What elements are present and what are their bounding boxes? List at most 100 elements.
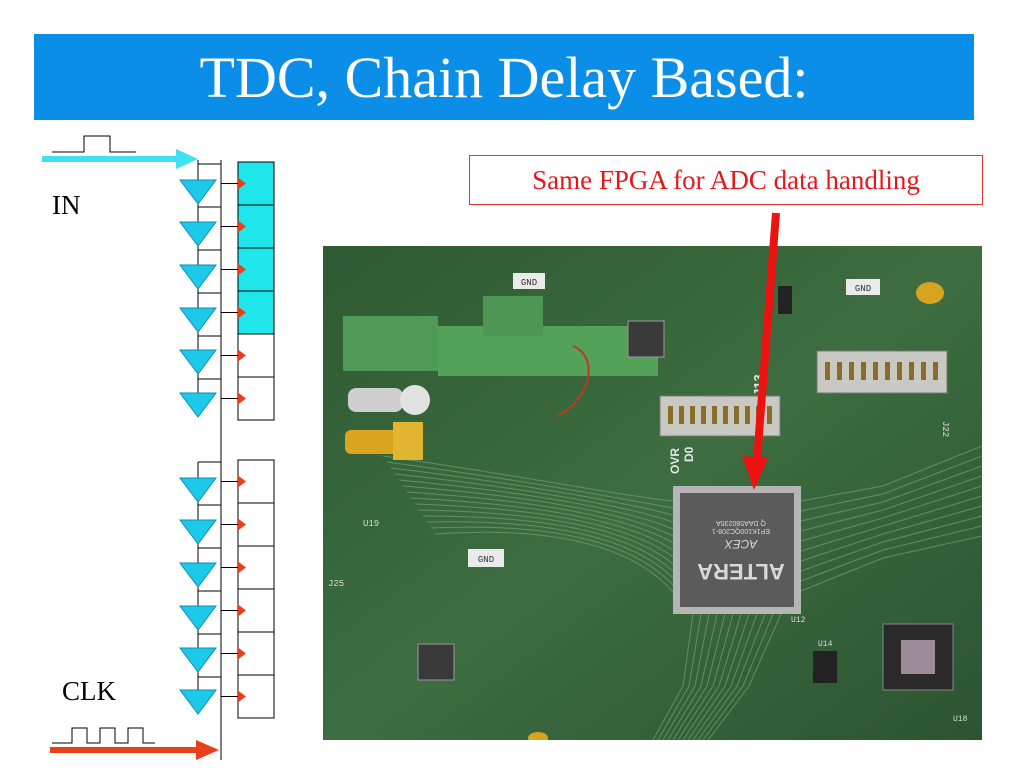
- designator: J25: [328, 579, 344, 589]
- trace: [406, 491, 674, 544]
- trace: [672, 613, 726, 740]
- connector-pin: [690, 406, 695, 424]
- tap-wire: [198, 378, 238, 399]
- connector-pin: [723, 406, 728, 424]
- connector-pin: [909, 362, 914, 380]
- gnd-label-box: [846, 279, 880, 295]
- chip-brand: ALTERA: [697, 559, 785, 584]
- fpga-board-photo: ALTERA ACEX EP1K100QC208-1 Q DAA580235A …: [323, 246, 982, 740]
- trace: [702, 613, 774, 740]
- input-pulse-waveform: [52, 135, 136, 153]
- trace: [394, 473, 674, 523]
- small-ic: [813, 651, 837, 683]
- connector-pins: [668, 362, 938, 424]
- tantalum-capacitor: [916, 282, 944, 304]
- connector-pin: [873, 362, 878, 380]
- tantalum-capacitor: [528, 732, 548, 740]
- tap-wire: [198, 633, 238, 654]
- trace: [398, 479, 674, 530]
- buffer-icon: [179, 264, 217, 290]
- connector-pin: [933, 362, 938, 380]
- trace: [657, 613, 702, 740]
- trace: [402, 485, 674, 537]
- buffer-icon: [179, 605, 217, 631]
- connector-pin: [679, 406, 684, 424]
- connector-pin: [849, 362, 854, 380]
- buffer-icon: [179, 179, 217, 205]
- trace: [682, 613, 742, 740]
- trace: [422, 515, 674, 572]
- pcb-drawing: ALTERA ACEX EP1K100QC208-1 Q DAA580235A …: [323, 246, 982, 740]
- connector-pin: [861, 362, 866, 380]
- trace: [800, 515, 982, 572]
- sma-connector-silver: [348, 388, 403, 412]
- connector-pin: [734, 406, 739, 424]
- clock-edge-icon: [238, 177, 246, 190]
- chip-part: EP1K100QC208-1: [712, 527, 770, 534]
- connector-pin: [885, 362, 890, 380]
- clock-edge-icon: [238, 220, 246, 233]
- clk-label: CLK: [62, 676, 116, 706]
- connector-pin: [767, 406, 772, 424]
- designator: OVR: [668, 448, 682, 474]
- clock-edge-icon: [238, 518, 246, 531]
- gnd-label-box: [513, 273, 545, 289]
- designator: J13: [751, 374, 766, 396]
- sma-connector-silver: [400, 385, 430, 415]
- buffer-icon: [179, 307, 217, 333]
- connector-pin: [825, 362, 830, 380]
- buffer-icon: [179, 519, 217, 545]
- slide-title: TDC, Chain Delay Based:: [34, 34, 974, 120]
- trace: [800, 495, 982, 552]
- connector-pin: [897, 362, 902, 380]
- trace: [390, 467, 674, 516]
- trace: [677, 613, 734, 740]
- trace: [430, 526, 674, 586]
- gnd-label: GND: [478, 555, 494, 565]
- tap-wire: [198, 590, 238, 611]
- ribbon-connector: [659, 395, 781, 437]
- tap-wire: [198, 292, 238, 313]
- analog-section: [343, 316, 438, 371]
- connector-pin: [756, 406, 761, 424]
- tap-wire: [198, 335, 238, 356]
- trace: [692, 613, 758, 740]
- trace: [426, 521, 674, 579]
- clock-waveform: [52, 727, 155, 744]
- plcc-socket-window: [901, 640, 935, 674]
- gnd-label: GND: [521, 278, 537, 288]
- clk-arrow-head: [196, 740, 219, 760]
- clock-edge-icon: [238, 561, 246, 574]
- clock-edge-icon: [238, 392, 246, 405]
- tap-wire: [198, 504, 238, 525]
- clock-edge-icon: [238, 690, 246, 703]
- trace: [434, 531, 674, 593]
- trace: [707, 613, 782, 740]
- trace: [410, 497, 674, 551]
- trace: [386, 461, 674, 509]
- tap-wire: [198, 547, 238, 568]
- tap-wire: [198, 206, 238, 227]
- upper-delay-chain: [179, 160, 275, 421]
- designator: U14: [818, 640, 833, 649]
- small-ic: [778, 286, 792, 314]
- in-label: IN: [52, 190, 81, 220]
- clock-edge-icon: [238, 349, 246, 362]
- trace: [687, 613, 750, 740]
- connector-pin: [668, 406, 673, 424]
- trace: [382, 455, 674, 502]
- trace: [800, 535, 982, 592]
- trace: [697, 613, 766, 740]
- connector-pin: [837, 362, 842, 380]
- designator: D0: [682, 446, 696, 462]
- connector-pin: [712, 406, 717, 424]
- buffer-icon: [179, 392, 217, 418]
- buffer-icon: [179, 349, 217, 375]
- designator: U18: [953, 715, 968, 724]
- clock-edge-icon: [238, 306, 246, 319]
- trace: [652, 613, 694, 740]
- trace: [800, 445, 982, 502]
- tap-wire: [198, 676, 238, 697]
- connector-pin: [701, 406, 706, 424]
